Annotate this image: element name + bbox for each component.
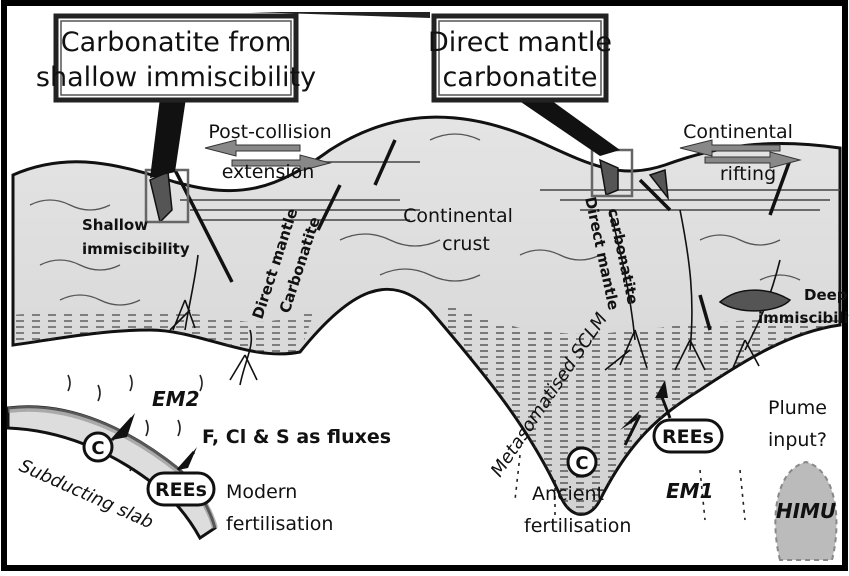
modern-fertilisation-2: fertilisation <box>226 513 333 535</box>
svg-text:C: C <box>91 438 104 459</box>
post-collision-label-1: Post-collision <box>208 121 331 143</box>
em2-label: EM2 <box>152 387 199 411</box>
continental-rifting-label-2: rifting <box>720 163 776 185</box>
deep-immiscibility-label-2: immiscibility <box>758 309 849 327</box>
plume-input-1: Plume <box>768 397 827 419</box>
post-collision-label-2: extension <box>222 161 315 183</box>
svg-text:REEs: REEs <box>155 479 207 501</box>
continental-crust-label-2: crust <box>442 233 490 255</box>
continental-crust-label-1: Continental <box>403 205 513 227</box>
plume-input-2: input? <box>768 429 827 451</box>
shallow-immiscibility-label-2: immiscibility <box>82 240 190 258</box>
ancient-fertilisation-1: Ancient <box>532 483 604 505</box>
svg-text:C: C <box>575 453 588 474</box>
ancient-fertilisation-2: fertilisation <box>524 515 631 537</box>
deep-immiscibility-label-1: Deep <box>804 286 848 304</box>
continental-rifting-label-1: Continental <box>683 121 793 143</box>
himu-label: HIMU <box>776 499 836 523</box>
em1-label: EM1 <box>666 479 713 503</box>
callout-shallow-line1: Carbonatite from <box>61 27 292 58</box>
svg-text:REEs: REEs <box>662 426 714 448</box>
fluxes-label: F, Cl & S as fluxes <box>202 426 391 448</box>
modern-fertilisation-1: Modern <box>226 481 297 503</box>
callout-shallow-line2: shallow immiscibility <box>36 62 316 93</box>
shallow-immiscibility-label-1: Shallow <box>82 216 148 234</box>
callout-direct-line1: Direct mantle <box>428 27 612 58</box>
callout-direct-line2: carbonatite <box>442 62 597 93</box>
